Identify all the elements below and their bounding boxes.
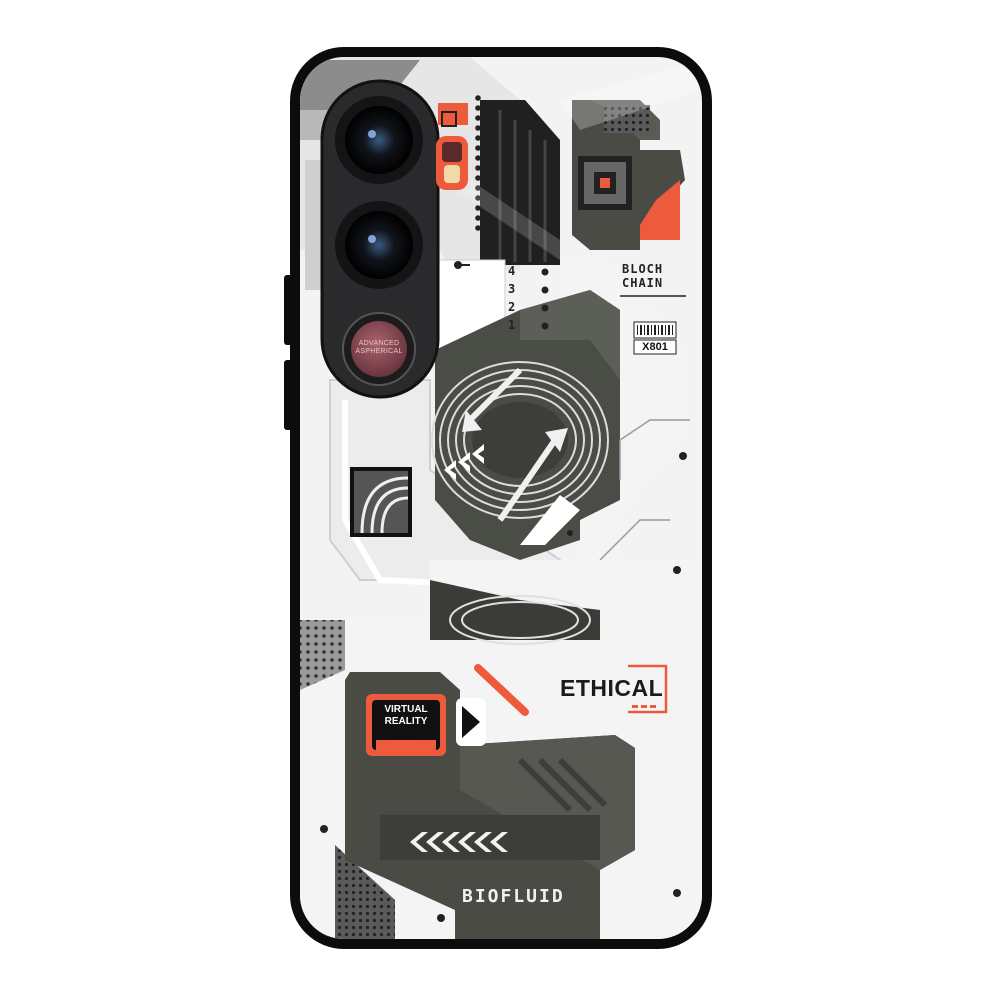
- vr-sub: CYBERSECURITY: [384, 733, 428, 739]
- flash-icon: [444, 165, 460, 183]
- lens-ring: [342, 312, 416, 386]
- chevron-group-small: [444, 444, 484, 480]
- screw-holes: [320, 452, 687, 922]
- block-chain-line: CHAIN: [622, 276, 664, 290]
- chevron-left-icon: [410, 832, 508, 852]
- ethical-label: ETHICAL: [560, 675, 664, 701]
- vr-badge-text: VIRTUAL REALITY CYBERSECURITY: [372, 704, 440, 741]
- camera-lens-icon: [335, 96, 423, 184]
- stack-numbers: 4 3 2 1: [508, 262, 538, 334]
- camera-lens-icon: [335, 201, 423, 289]
- biofluid-label: BIOFLUID: [462, 886, 565, 907]
- stack-number: 3: [508, 282, 516, 296]
- vr-line: REALITY: [384, 716, 428, 727]
- ethical-bracket: [628, 664, 668, 714]
- play-triangle-icon: [462, 706, 480, 738]
- block-chain-label: BLOCH CHAIN: [622, 262, 663, 290]
- stack-number: 4: [508, 264, 516, 278]
- lens-ring-label: ADVANCED ASPHERICAL: [355, 340, 403, 355]
- vr-line: VIRTUAL: [384, 704, 428, 715]
- block-chain-line: BLOCH: [622, 262, 664, 276]
- model-code: X801: [642, 341, 668, 353]
- stack-number: 2: [508, 300, 516, 314]
- dot-column: [475, 95, 481, 231]
- stack-number: 1: [508, 318, 516, 332]
